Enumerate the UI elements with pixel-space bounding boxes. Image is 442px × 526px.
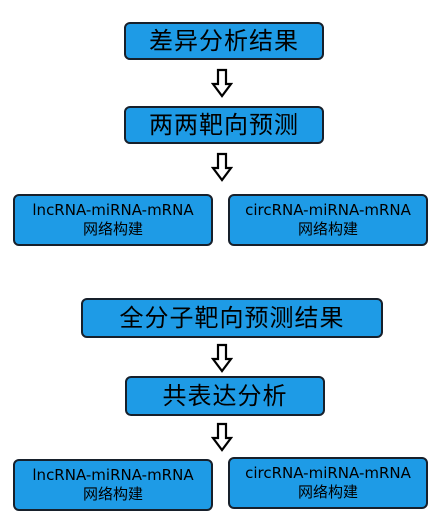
lncrna-network-line2-bottom: 网络构建 xyxy=(82,485,143,503)
down-arrow-icon xyxy=(211,422,233,452)
lncrna-network-box: lncRNA-miRNA-mRNA 网络构建 xyxy=(13,194,213,246)
lncrna-network-line2: 网络构建 xyxy=(82,220,143,238)
lncrna-network-line1-bottom: lncRNA-miRNA-mRNA xyxy=(32,465,194,484)
down-arrow-icon xyxy=(211,152,233,182)
down-arrow-icon xyxy=(211,68,233,98)
circrna-network-box-bottom: circRNA-miRNA-mRNA 网络构建 xyxy=(228,457,428,509)
circrna-network-line1-bottom: circRNA-miRNA-mRNA xyxy=(245,463,411,482)
coexpression-analysis-box: 共表达分析 xyxy=(125,376,325,416)
lncrna-network-box-bottom: lncRNA-miRNA-mRNA 网络构建 xyxy=(13,459,213,511)
circrna-network-line2: 网络构建 xyxy=(297,220,358,238)
pairwise-target-prediction-label: 两两靶向预测 xyxy=(149,111,299,139)
lncrna-network-line1: lncRNA-miRNA-mRNA xyxy=(32,200,194,219)
circrna-network-box: circRNA-miRNA-mRNA 网络构建 xyxy=(228,194,428,246)
down-arrow-icon xyxy=(211,343,233,373)
diff-analysis-box: 差异分析结果 xyxy=(124,22,324,60)
circrna-network-line2-bottom: 网络构建 xyxy=(297,483,358,501)
circrna-network-line1: circRNA-miRNA-mRNA xyxy=(245,200,411,219)
whole-molecule-target-label: 全分子靶向预测结果 xyxy=(119,304,345,332)
pairwise-target-prediction-box: 两两靶向预测 xyxy=(124,106,324,144)
diff-analysis-label: 差异分析结果 xyxy=(149,27,299,55)
whole-molecule-target-box: 全分子靶向预测结果 xyxy=(81,298,383,338)
coexpression-analysis-label: 共表达分析 xyxy=(162,382,288,410)
